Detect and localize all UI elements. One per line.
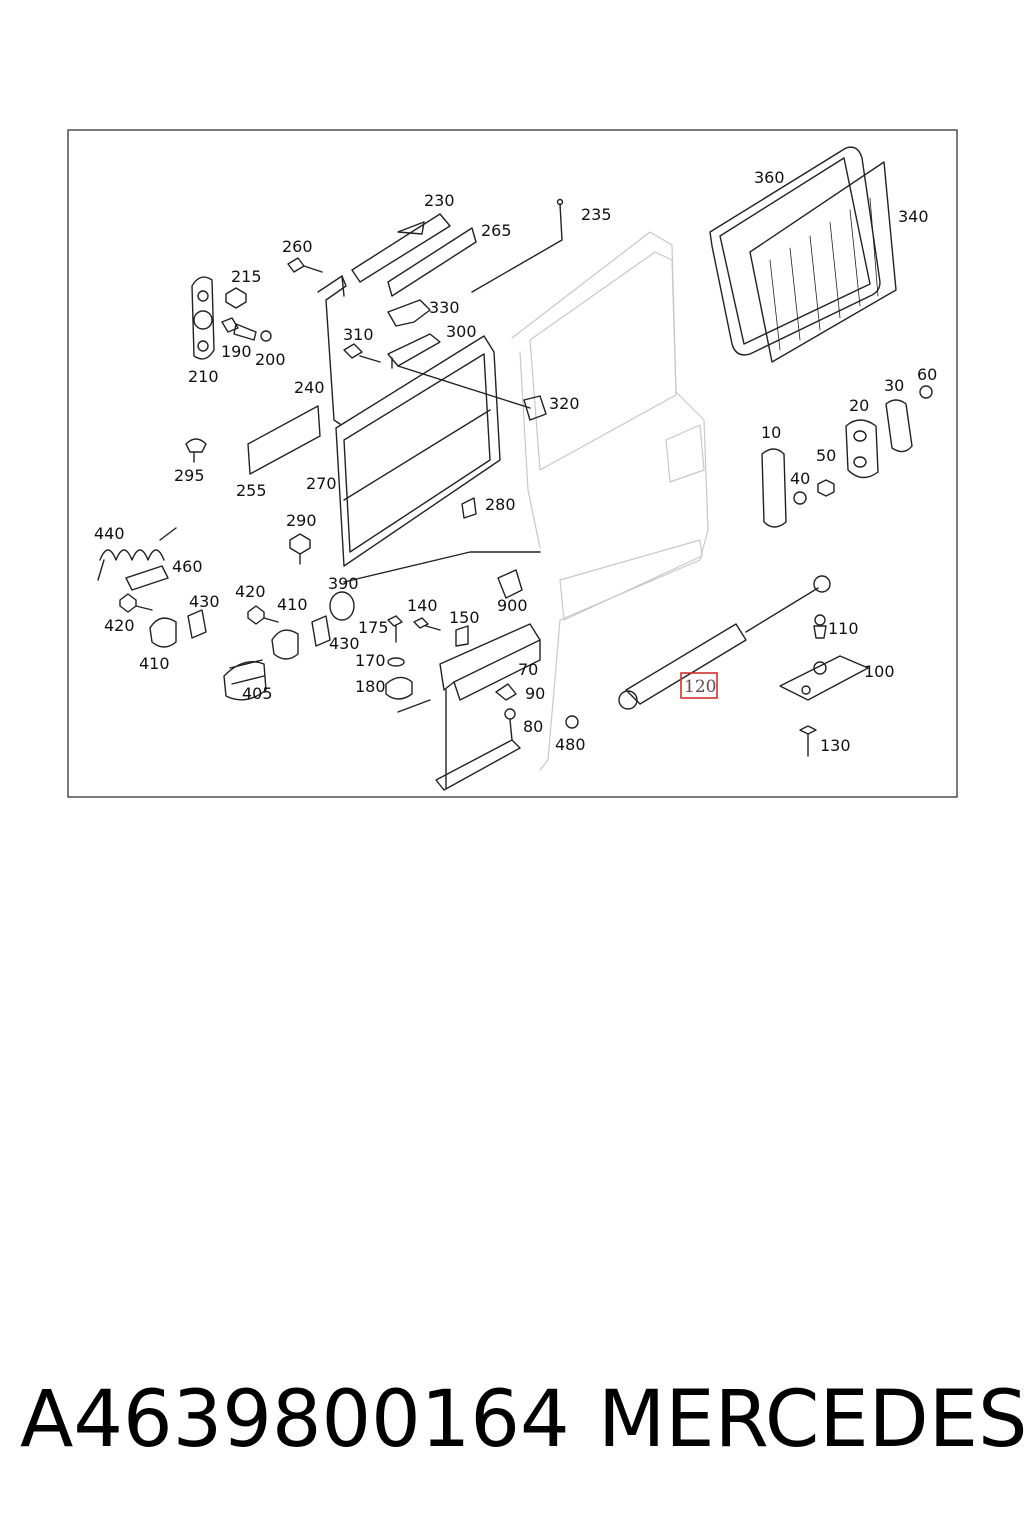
- label-240: 240: [294, 378, 325, 397]
- label-280: 280: [485, 495, 516, 514]
- footer: A4639800164 MERCEDES: [0, 1360, 1024, 1480]
- line-art: [97, 146, 933, 791]
- label-410-mid: 410: [277, 595, 308, 614]
- label-320: 320: [549, 394, 580, 413]
- label-215: 215: [231, 267, 262, 286]
- label-110: 110: [828, 619, 859, 638]
- label-420-left: 420: [104, 616, 135, 635]
- label-80: 80: [523, 717, 543, 736]
- label-235: 235: [581, 205, 612, 224]
- label-290: 290: [286, 511, 317, 530]
- part-number: A4639800164: [20, 1375, 570, 1465]
- label-330: 330: [429, 298, 460, 317]
- label-140: 140: [407, 596, 438, 615]
- parts-diagram: 230 235 265 260 215 330 300 310 190 200 …: [67, 129, 958, 798]
- label-390: 390: [328, 574, 359, 593]
- label-210: 210: [188, 367, 219, 386]
- label-190: 190: [221, 342, 252, 361]
- label-50: 50: [816, 446, 836, 465]
- brand-name: MERCEDES: [598, 1375, 1024, 1465]
- label-340: 340: [898, 207, 929, 226]
- label-60: 60: [917, 365, 937, 384]
- label-180: 180: [355, 677, 386, 696]
- label-460: 460: [172, 557, 203, 576]
- label-360: 360: [754, 168, 785, 187]
- label-40: 40: [790, 469, 810, 488]
- label-405: 405: [242, 684, 273, 703]
- label-300: 300: [446, 322, 477, 341]
- label-175: 175: [358, 618, 389, 637]
- labels: 230 235 265 260 215 330 300 310 190 200 …: [94, 168, 937, 755]
- label-10: 10: [761, 423, 781, 442]
- label-20: 20: [849, 396, 869, 415]
- label-130: 130: [820, 736, 851, 755]
- label-310: 310: [343, 325, 374, 344]
- diagram-frame: [67, 129, 958, 798]
- highlight-box-120: [680, 672, 718, 699]
- label-420-mid: 420: [235, 582, 266, 601]
- label-120-highlighted: 120: [684, 677, 716, 697]
- label-200: 200: [255, 350, 286, 369]
- label-265: 265: [481, 221, 512, 240]
- label-30: 30: [884, 376, 904, 395]
- label-90: 90: [525, 684, 545, 703]
- label-295: 295: [174, 466, 205, 485]
- label-255: 255: [236, 481, 267, 500]
- label-260: 260: [282, 237, 313, 256]
- label-900: 900: [497, 596, 528, 615]
- label-410-left: 410: [139, 654, 170, 673]
- label-70: 70: [518, 660, 538, 679]
- label-100: 100: [864, 662, 895, 681]
- label-430-mid: 430: [329, 634, 360, 653]
- label-170: 170: [355, 651, 386, 670]
- label-270: 270: [306, 474, 337, 493]
- label-230: 230: [424, 191, 455, 210]
- label-150: 150: [449, 608, 480, 627]
- label-440: 440: [94, 524, 125, 543]
- label-480: 480: [555, 735, 586, 754]
- label-430-left: 430: [189, 592, 220, 611]
